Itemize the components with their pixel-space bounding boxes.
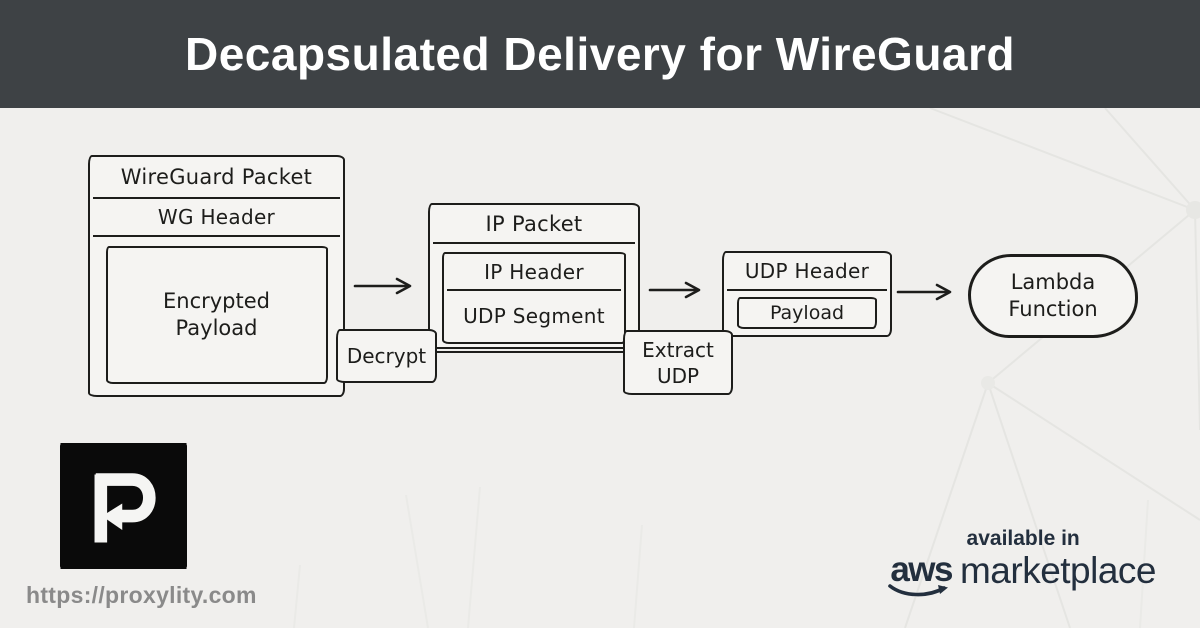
- divider: [93, 197, 340, 199]
- divider: [727, 289, 887, 291]
- marketplace-label: marketplace: [959, 550, 1157, 591]
- udp-header-title: UDP Header: [744, 259, 870, 283]
- divider: [433, 242, 635, 244]
- aws-tagline: available in: [966, 527, 1080, 550]
- divider: [447, 289, 621, 291]
- proxylity-logo: [60, 443, 187, 569]
- ip-payload-box: IP Header UDP Segment: [442, 252, 626, 344]
- aws-wordmark: aws: [888, 550, 953, 599]
- ip-header-row: IP Header: [484, 259, 584, 284]
- udp-header-box: UDP Header Payload: [722, 251, 892, 337]
- arrowhead: [684, 281, 701, 299]
- wg-header-row: WG Header: [157, 205, 276, 229]
- udp-segment-row: UDP Segment: [463, 303, 605, 328]
- wireguard-packet-title: WireGuard Packet: [120, 165, 313, 189]
- aws-smile-arrow-icon: [888, 584, 949, 597]
- aws-brand-text: aws: [890, 550, 953, 589]
- encrypted-payload-box: Encrypted Payload: [105, 246, 328, 384]
- arrowhead: [395, 277, 412, 295]
- divider: [93, 235, 340, 237]
- title-bar: Decapsulated Delivery for WireGuard: [0, 0, 1200, 108]
- aws-marketplace-badge: available in aws marketplace: [888, 527, 1157, 599]
- extract-udp-step-box: Extract UDP: [623, 330, 733, 395]
- ip-packet-title: IP Packet: [485, 211, 583, 236]
- page-title: Decapsulated Delivery for WireGuard: [184, 28, 1016, 80]
- lambda-function-node: Lambda Function: [968, 254, 1138, 338]
- decrypt-step-box: Decrypt: [336, 329, 437, 383]
- arrowhead: [935, 283, 952, 301]
- payload-box: Payload: [737, 297, 877, 329]
- proxylity-p-arrow-icon: [60, 443, 187, 569]
- ip-packet-box: IP Packet IP Header UDP Segment: [428, 203, 640, 349]
- wireguard-packet-box: WireGuard Packet WG Header Encrypted Pay…: [88, 155, 345, 397]
- site-url: https://proxylity.com: [26, 582, 257, 608]
- aws-wordmark-row: aws marketplace: [888, 550, 1157, 599]
